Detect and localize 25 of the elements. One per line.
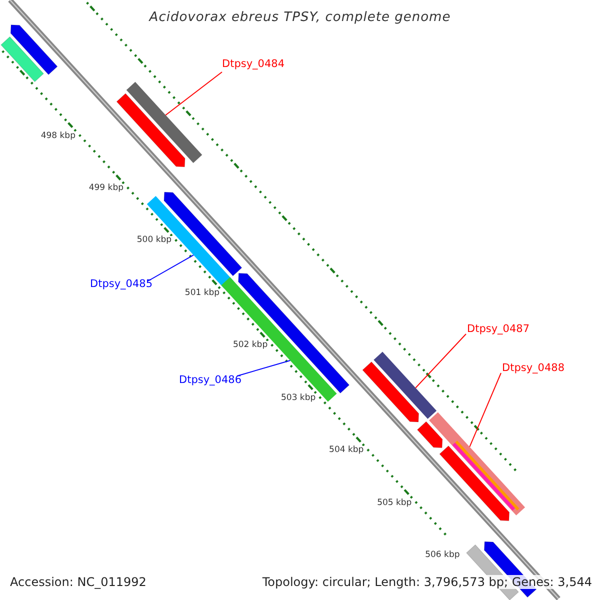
scale-label: 505 kbp xyxy=(377,498,412,507)
scale-label: 504 kbp xyxy=(329,446,364,455)
genome-info-text: Topology: circular; Length: 3,796,573 bp; Genes: 3,544 xyxy=(260,575,594,589)
gene-feature xyxy=(374,352,437,419)
leader-line xyxy=(148,254,194,282)
gene-label: Dtpsy_0485 xyxy=(90,279,153,290)
scale-label: 503 kbp xyxy=(281,394,316,402)
leader-line xyxy=(165,72,222,116)
scale-label: 501 kbp xyxy=(184,288,220,298)
gene-label: Dtpsy_0488 xyxy=(502,363,565,374)
leader-line xyxy=(236,360,291,376)
map-title: Acidovorax ebreus TPSY, complete genome xyxy=(148,11,452,24)
leader-line xyxy=(415,334,466,388)
gene-label: Dtpsy_0486 xyxy=(179,375,242,386)
gene-label: Dtpsy_0487 xyxy=(467,324,530,334)
scale-label: 502 kbp xyxy=(232,341,268,350)
gene-feature xyxy=(126,82,202,163)
leader-line xyxy=(469,372,502,448)
scale-label: 499 kbp xyxy=(88,184,124,192)
gene-label: Dtpsy_0484 xyxy=(222,59,285,70)
scale-label: 500 kbp xyxy=(136,236,172,245)
scale-label: 498 kbp xyxy=(40,132,76,140)
accession-text: Accession: NC_011992 xyxy=(8,575,148,589)
gene-feature xyxy=(429,412,526,516)
scale-label: 506 kbp xyxy=(425,550,460,560)
